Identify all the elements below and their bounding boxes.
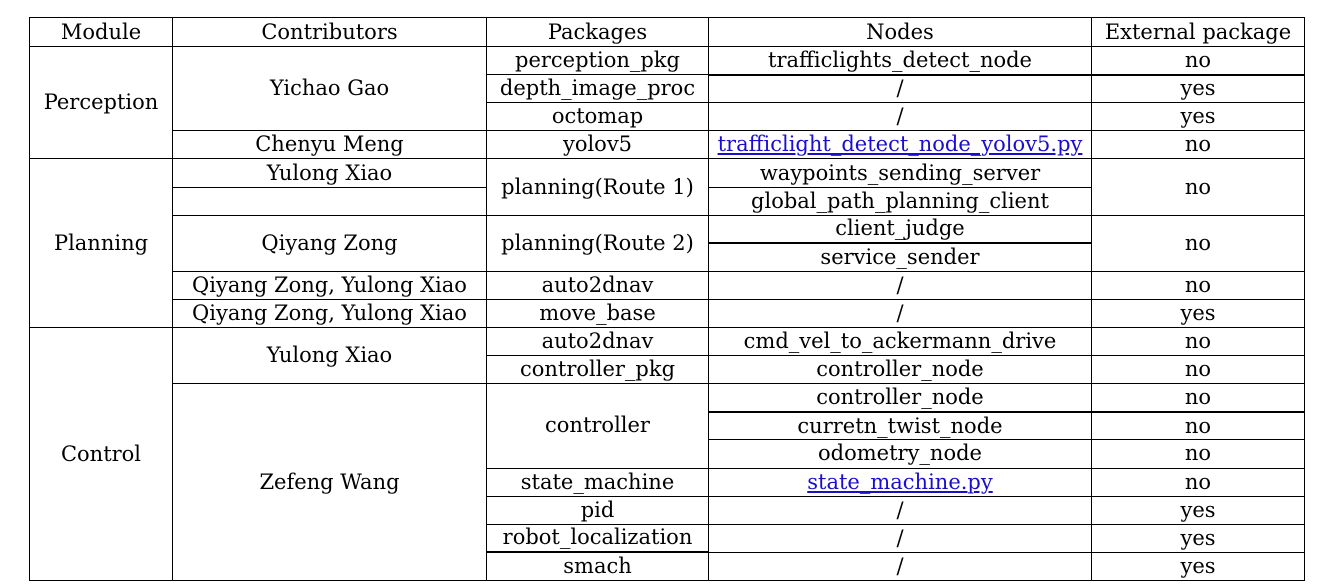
node-cell: odometry_node <box>708 439 1092 469</box>
external-cell: yes <box>1091 74 1305 104</box>
external-cell: no <box>1091 467 1305 497</box>
contributor-cell-empty <box>172 186 487 216</box>
external-cell: yes <box>1091 551 1305 582</box>
header-row: Module Contributors Packages Nodes Exter… <box>29 16 1305 48</box>
external-cell: no <box>1091 411 1305 441</box>
table-row: global_path_planning_client <box>30 186 1305 216</box>
table-row: depth_image_proc / yes <box>30 74 1305 104</box>
node-cell: curretn_twist_node <box>708 411 1092 441</box>
contributor-cell: Yulong Xiao <box>172 327 487 385</box>
package-cell: move_base <box>486 298 709 329</box>
node-cell: / <box>708 270 1092 300</box>
external-cell: no <box>1091 355 1305 385</box>
node-cell: waypoints_sending_server <box>708 158 1092 188</box>
package-cell: controller_pkg <box>486 355 709 385</box>
node-cell: / <box>708 495 1092 525</box>
package-cell: planning(Route 1) <box>486 158 709 216</box>
table-row: Chenyu Meng yolov5 trafficlight_detect_n… <box>30 130 1305 160</box>
contributor-cell: Qiyang Zong <box>172 214 487 272</box>
package-cell: controller <box>486 383 709 469</box>
contributor-cell: Zefeng Wang <box>172 383 487 581</box>
table-row: Qiyang Zong, Yulong Xiao auto2dnav / no <box>30 270 1305 300</box>
contributor-cell: Qiyang Zong, Yulong Xiao <box>172 270 487 300</box>
module-cell: Control <box>29 327 173 581</box>
contributor-cell: Yulong Xiao <box>172 158 487 188</box>
package-cell: auto2dnav <box>486 270 709 300</box>
table-row: state_machine state_machine.py no <box>30 467 1305 497</box>
package-cell: octomap <box>486 102 709 132</box>
node-cell: / <box>708 551 1092 582</box>
node-link[interactable]: trafficlight_detect_node_yolov5.py <box>717 132 1083 157</box>
table-row: Qiyang Zong, Yulong Xiao move_base / yes <box>30 298 1305 329</box>
table-row: service_sender <box>30 242 1305 272</box>
header-packages: Packages <box>486 16 709 48</box>
table-row: pid / yes <box>30 495 1305 525</box>
contributor-cell: Chenyu Meng <box>172 130 487 160</box>
header-nodes: Nodes <box>708 16 1092 48</box>
module-cell: Planning <box>29 158 173 329</box>
node-cell: client_judge <box>708 214 1092 245</box>
table-row: Zefeng Wang controller controller_node n… <box>30 383 1305 581</box>
table-row: curretn_twist_node no <box>30 411 1305 441</box>
external-cell: yes <box>1091 495 1305 525</box>
package-cell: auto2dnav <box>486 327 709 357</box>
table-row: Control Yulong Xiao auto2dnav cmd_vel_to… <box>29 327 1305 581</box>
table-row: odometry_node no <box>30 439 1305 469</box>
node-cell: / <box>708 102 1092 132</box>
node-cell: controller_node <box>708 383 1092 413</box>
package-cell: robot_localization <box>486 523 709 554</box>
external-cell: yes <box>1091 523 1305 553</box>
node-cell: state_machine.py <box>708 467 1092 497</box>
external-cell: no <box>1091 130 1305 160</box>
package-cell: planning(Route 2) <box>486 214 709 272</box>
contribution-table: Module Contributors Packages Nodes Exter… <box>29 16 1305 582</box>
external-cell: no <box>1091 327 1305 357</box>
node-cell: controller_node <box>708 355 1092 385</box>
contributor-cell: Yichao Gao <box>172 46 487 132</box>
package-cell: depth_image_proc <box>486 74 709 104</box>
header-external: External package <box>1091 16 1305 48</box>
table-row: smach / yes <box>30 551 1305 582</box>
contributor-cell: Qiyang Zong, Yulong Xiao <box>172 298 487 329</box>
node-link[interactable]: state_machine.py <box>807 469 993 494</box>
package-cell: pid <box>486 495 709 525</box>
external-cell: yes <box>1091 298 1305 329</box>
package-cell: state_machine <box>486 467 709 497</box>
table-row: Perception Yichao Gao perception_pkg tra… <box>29 46 1305 160</box>
package-cell: yolov5 <box>486 130 709 160</box>
node-cell: global_path_planning_client <box>708 186 1092 216</box>
node-cell: cmd_vel_to_ackermann_drive <box>708 327 1092 357</box>
external-cell: no <box>1091 46 1305 76</box>
external-cell: no <box>1091 270 1305 300</box>
header-module: Module <box>29 16 173 48</box>
node-cell: trafficlights_detect_node <box>708 46 1092 76</box>
package-cell: perception_pkg <box>486 46 709 76</box>
node-cell: service_sender <box>708 242 1092 272</box>
external-cell: no <box>1091 214 1305 272</box>
external-cell: no <box>1091 439 1305 469</box>
module-cell: Perception <box>29 46 173 160</box>
table-row: Planning Yulong Xiao planning(Route 1) w… <box>29 158 1305 329</box>
node-cell: / <box>708 523 1092 553</box>
external-cell: no <box>1091 158 1305 216</box>
node-cell: / <box>708 298 1092 329</box>
package-cell: smach <box>486 551 709 582</box>
external-cell: no <box>1091 383 1305 413</box>
external-cell: yes <box>1091 102 1305 132</box>
header-contributors: Contributors <box>172 16 487 48</box>
table-row: controller_pkg controller_node no <box>30 355 1305 385</box>
node-cell: / <box>708 74 1092 104</box>
node-cell: trafficlight_detect_node_yolov5.py <box>708 130 1092 160</box>
table-row: Qiyang Zong planning(Route 2) client_jud… <box>30 214 1305 272</box>
